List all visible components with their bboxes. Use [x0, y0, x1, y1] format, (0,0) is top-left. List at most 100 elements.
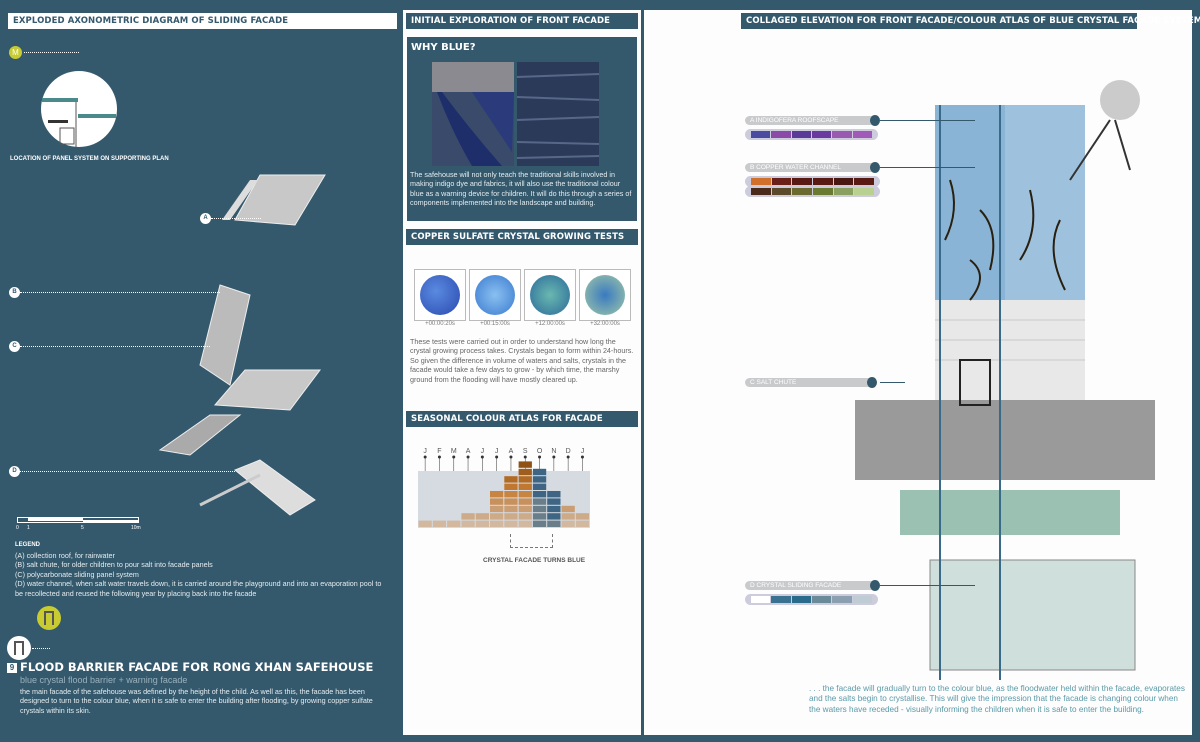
test-dish [579, 269, 631, 321]
why-blue-title: WHY BLUE? [411, 42, 476, 53]
material-tag: A INDIGOFERA ROOFSCAPE [745, 115, 880, 126]
month-label: A [509, 448, 514, 455]
callout-d: D [9, 466, 20, 477]
atlas-cell [532, 491, 547, 498]
atlas-cell [518, 491, 532, 498]
atlas-cell [461, 513, 475, 520]
colour-swatch [751, 596, 771, 603]
legend-item: (A) collection roof, for rainwater [15, 551, 115, 560]
month-label: A [466, 448, 471, 455]
crystal-test-row: +00:00:20s +00:15:00s +12:00:00s +32:00:… [414, 269, 631, 327]
material-tag-label: C SALT CHUTE [750, 379, 797, 386]
colour-swatch [854, 178, 875, 185]
colour-swatch [751, 178, 771, 185]
month-dot [437, 455, 441, 459]
tests-text: These tests were carried out in order to… [410, 337, 634, 384]
colour-swatch [791, 131, 811, 138]
colour-swatch [792, 178, 813, 185]
material-tag: D CRYSTAL SLIDING FACADE [745, 580, 880, 591]
atlas-cell [518, 513, 532, 520]
project-subtitle: blue crystal flood barrier + warning fac… [20, 675, 188, 685]
plan-marker: M [9, 46, 22, 59]
atlas-cell [547, 498, 561, 505]
month-dot [466, 455, 470, 459]
plan-circle-image [41, 71, 117, 148]
scale-tick: 1 [27, 525, 30, 531]
material-tag: B COPPER WATER CHANNEL [745, 162, 880, 173]
atlas-cell [561, 513, 575, 520]
test-time: +32:00:00s [590, 321, 620, 327]
atlas-cell [518, 505, 532, 513]
exploded-axonometric-drawing [158, 174, 326, 516]
atlas-background [418, 471, 590, 528]
project-title: FLOOD BARRIER FACADE FOR RONG XHAN SAFEH… [20, 660, 374, 674]
facade-icon [7, 636, 31, 660]
month-label: J [581, 448, 585, 455]
colour-swatch [813, 178, 833, 185]
tag-leader-line [880, 120, 975, 121]
month-dot [566, 455, 570, 459]
atlas-cell [490, 491, 504, 498]
atlas-cell [447, 520, 461, 527]
atlas-cell [504, 520, 518, 527]
closing-quote: . . . the facade will gradually turn to … [809, 684, 1185, 714]
colour-swatch [792, 188, 813, 195]
test-time: +00:00:20s [425, 321, 455, 327]
denim-stack-photo [517, 62, 599, 166]
atlas-cell [432, 520, 447, 527]
colour-swatch [771, 178, 792, 185]
callout-a: A [200, 213, 211, 224]
scale-tick: 10m [131, 525, 141, 531]
tag-connector-dot [867, 377, 877, 388]
legend-title: LEGEND [15, 542, 41, 548]
month-dot [452, 455, 456, 459]
month-dot [552, 455, 556, 459]
test-time: +12:00:00s [535, 321, 565, 327]
material-tag-label: D CRYSTAL SLIDING FACADE [750, 582, 842, 589]
tag-connector-dot [870, 162, 880, 173]
atlas-cell [461, 520, 475, 527]
atlas-cell [547, 491, 561, 498]
atlas-cell [504, 491, 518, 498]
colour-swatch-row [745, 176, 880, 187]
why-blue-text: The safehouse will not only teach the tr… [410, 170, 632, 208]
atlas-cell [504, 513, 518, 520]
tag-connector-dot [870, 580, 880, 591]
month-label: M [451, 448, 457, 455]
atlas-cell [490, 513, 504, 520]
scale-bar [17, 517, 139, 523]
tag-connector-dot [870, 115, 880, 126]
atlas-cell [575, 520, 590, 527]
atlas-cell [518, 498, 532, 505]
atlas-cell [418, 520, 432, 527]
test-dish [414, 269, 466, 321]
material-tag: C SALT CHUTE [745, 377, 877, 388]
colour-swatch [852, 131, 872, 138]
test-dish [469, 269, 521, 321]
legend-list: (A) collection roof, for rainwater (B) s… [15, 551, 385, 598]
colour-swatch [833, 178, 854, 185]
test-time: +00:15:00s [480, 321, 510, 327]
collaged-elevation-drawing [855, 80, 1155, 680]
atlas-cell [518, 520, 532, 527]
colour-swatch [811, 131, 832, 138]
atlas-cell [532, 505, 547, 513]
tag-leader-line [880, 167, 975, 168]
month-label: J [495, 448, 499, 455]
colour-swatch-row [745, 186, 880, 197]
month-label: D [566, 448, 571, 455]
atlas-caption: CRYSTAL FACADE TURNS BLUE [483, 557, 586, 564]
colour-swatch [771, 131, 791, 138]
atlas-cell [518, 461, 532, 468]
test-dish [524, 269, 576, 321]
atlas-cell [561, 520, 575, 527]
blue-period-bracket [510, 534, 553, 548]
atlas-cell [490, 520, 504, 527]
tag-leader-line [880, 585, 975, 586]
sheet-number: 9 [7, 663, 17, 673]
atlas-cell [475, 513, 489, 520]
section-title-axonometric: EXPLODED AXONOMETRIC DIAGRAM OF SLIDING … [8, 13, 397, 29]
scale-tick: 5 [81, 525, 84, 531]
facade-detail-icon [37, 606, 61, 630]
